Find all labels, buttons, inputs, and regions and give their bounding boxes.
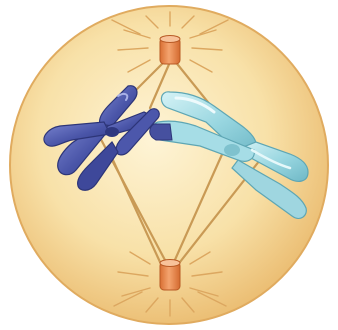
top-centrosome	[160, 36, 180, 65]
bottom-centrosome	[160, 260, 180, 291]
